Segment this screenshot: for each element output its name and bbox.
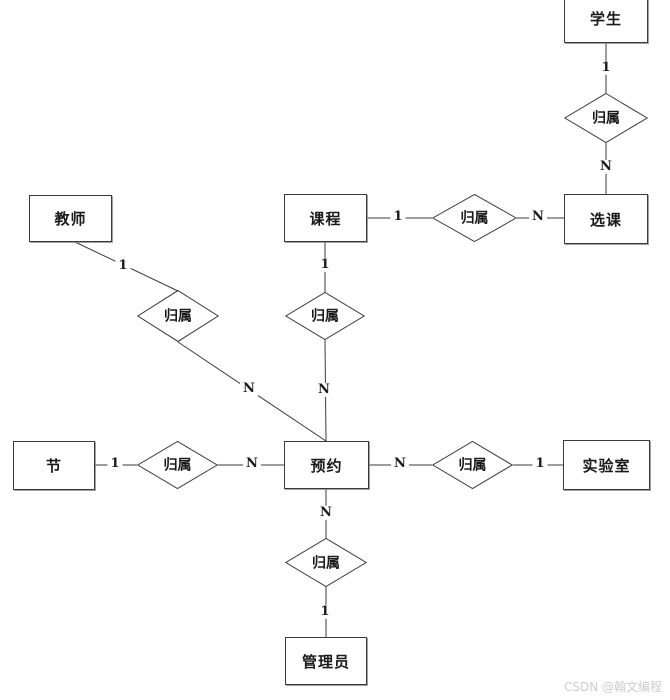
cardinality-reservation-many-diag: N	[240, 381, 258, 397]
relationship-label: 归属	[460, 210, 489, 227]
diamond-shape	[137, 290, 219, 342]
entity-admin: 管理员	[285, 637, 367, 685]
cardinality-student-one: 1	[598, 60, 614, 76]
relationship-course-reservation: 归属	[285, 292, 365, 340]
relationship-student-elective: 归属	[564, 93, 648, 143]
entity-student-label: 学生	[589, 9, 622, 28]
entity-lab: 实验室	[563, 440, 650, 490]
entity-elective-label: 选课	[589, 210, 622, 229]
relationship-label: 归属	[312, 555, 340, 572]
cardinality-admin-one: 1	[317, 604, 333, 620]
diamond-shape	[285, 292, 365, 340]
relationship-lab-reservation: 归属	[432, 441, 513, 489]
entity-course: 课程	[284, 194, 367, 242]
relationship-teacher-reservation: 归属	[137, 290, 219, 342]
entity-elective: 选课	[564, 194, 648, 244]
relationship-label: 归属	[592, 110, 620, 127]
cardinality-reservation-many-right: N	[391, 456, 409, 472]
cardinality-course-one-v: 1	[317, 257, 333, 273]
relationship-course-elective: 归属	[432, 194, 517, 242]
diamond-shape	[564, 93, 648, 143]
cardinality-elective-many-v: N	[597, 159, 615, 175]
csdn-watermark: CSDN @翰文编程	[563, 680, 662, 694]
cardinality-course-one-h: 1	[390, 209, 406, 225]
entity-course-label: 课程	[309, 209, 342, 228]
cardinality-section-one: 1	[107, 456, 123, 472]
cardinality-reservation-many-v: N	[315, 382, 333, 398]
entity-lab-label: 实验室	[582, 456, 631, 475]
relationship-label: 归属	[163, 457, 192, 474]
relationship-label: 归属	[311, 308, 339, 325]
cardinality-elective-many-h: N	[529, 209, 547, 225]
entity-reservation-label: 预约	[310, 456, 343, 475]
diamond-shape	[137, 441, 218, 489]
entity-teacher-label: 教师	[54, 210, 87, 228]
cardinality-reservation-many-bottom: N	[317, 505, 335, 521]
relationship-label: 归属	[164, 308, 192, 325]
entity-section: 节	[13, 441, 95, 490]
cardinality-reservation-many-left: N	[243, 456, 261, 472]
diamond-shape	[432, 194, 517, 242]
entity-admin-label: 管理员	[301, 652, 350, 671]
entity-reservation: 预约	[284, 441, 369, 489]
entity-section-label: 节	[45, 457, 62, 475]
entity-student: 学生	[564, 0, 648, 43]
diamond-shape	[432, 441, 513, 489]
relationship-admin-reservation: 归属	[285, 538, 367, 587]
diamond-shape	[285, 538, 367, 587]
cardinality-lab-one: 1	[532, 456, 548, 472]
cardinality-teacher-one: 1	[115, 258, 131, 274]
relationship-label: 归属	[458, 457, 487, 474]
entity-teacher: 教师	[29, 195, 112, 242]
relationship-section-reservation: 归属	[137, 441, 218, 489]
